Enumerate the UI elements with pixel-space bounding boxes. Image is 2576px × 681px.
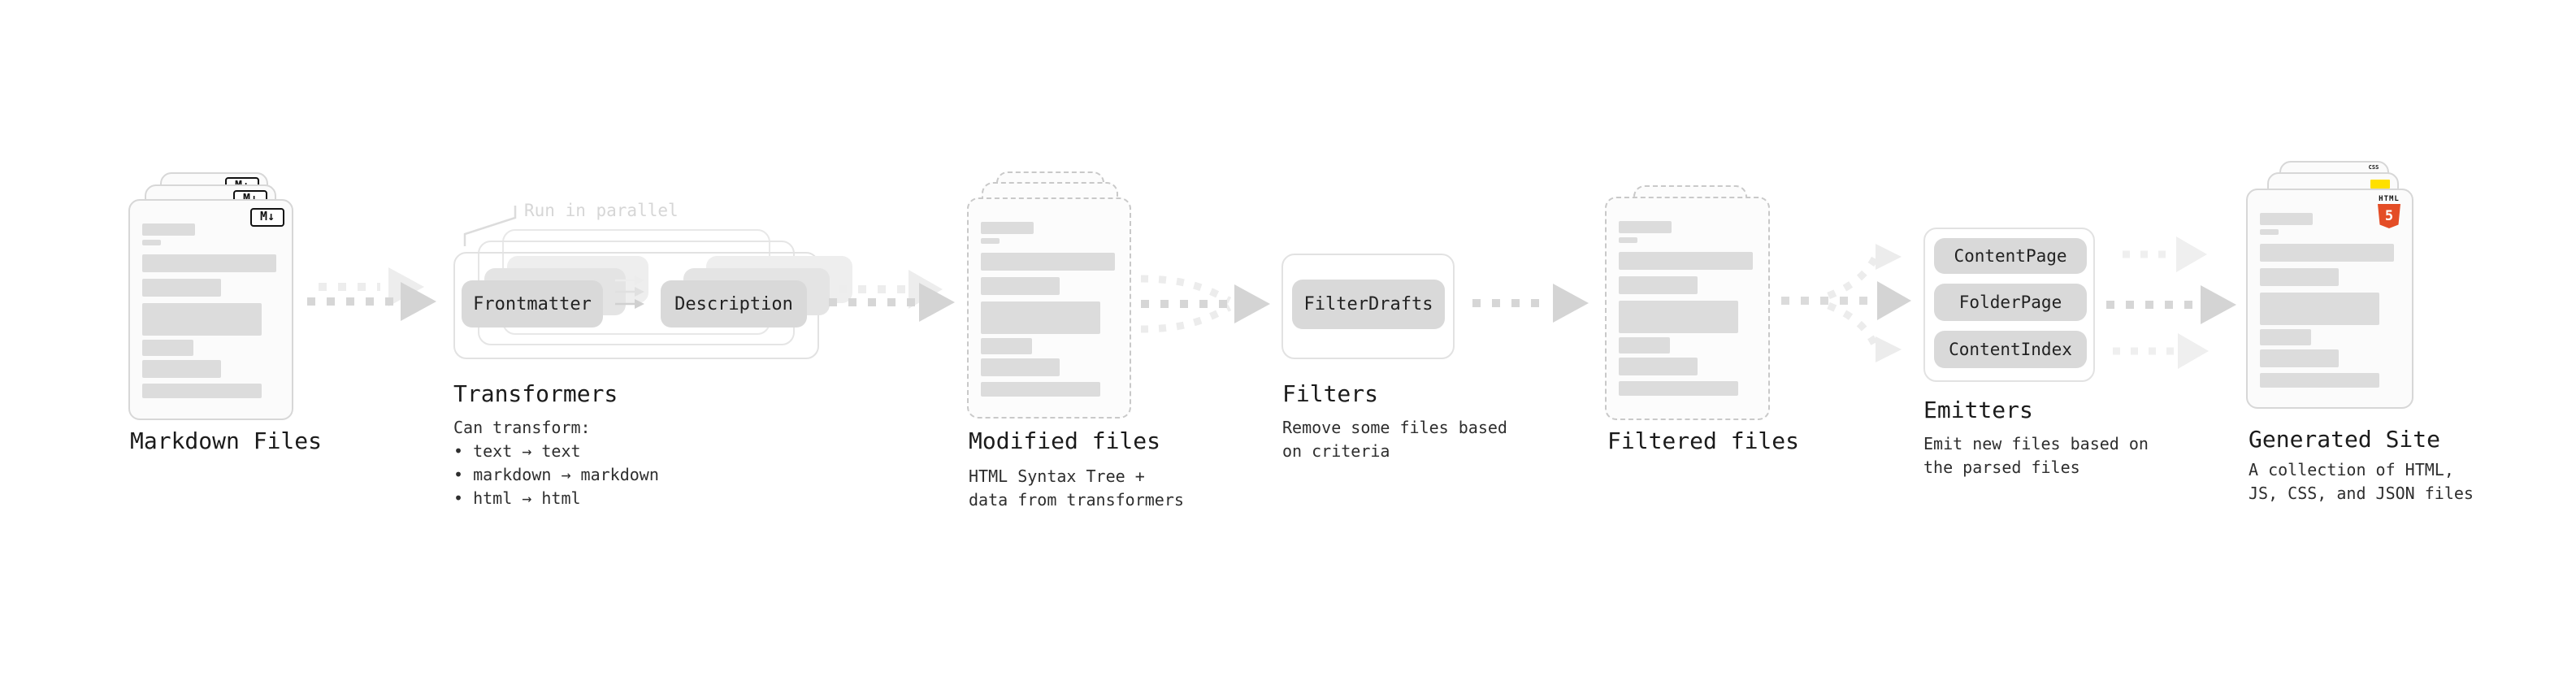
frontmatter-node: Frontmatter	[462, 280, 603, 327]
skeleton-line	[981, 238, 1000, 244]
html5-icon: HTML 5	[2377, 195, 2401, 228]
arrow-emitters-to-generated	[2106, 236, 2236, 369]
skeleton-line	[981, 358, 1060, 376]
skeleton-line	[1619, 301, 1738, 333]
skeleton-line	[142, 360, 221, 378]
skeleton-line	[142, 384, 262, 398]
arrow-modified-to-filters	[1140, 275, 1270, 333]
modified-page-front	[967, 197, 1131, 419]
stage-label-generated-site: Generated Site	[2249, 426, 2441, 453]
skeleton-line	[981, 253, 1115, 271]
stage-label-markdown-files: Markdown Files	[130, 427, 323, 454]
stage-label-modified-files: Modified files	[969, 427, 1161, 454]
contentindex-node: ContentIndex	[1934, 331, 2087, 368]
description-node: Description	[661, 280, 807, 327]
filterdrafts-node: FilterDrafts	[1292, 280, 1445, 329]
stage-label-filtered-files: Filtered files	[1607, 427, 1800, 454]
skeleton-line	[981, 338, 1032, 354]
skeleton-line	[142, 240, 161, 245]
skeleton-line	[1619, 237, 1637, 243]
skeleton-line	[2260, 293, 2379, 325]
skeleton-line	[142, 279, 221, 297]
folderpage-node: FolderPage	[1934, 284, 2087, 321]
css-file-icon: CSS	[2368, 164, 2379, 171]
js-file-icon	[2370, 180, 2390, 189]
run-in-parallel-annotation: Run in parallel	[524, 201, 679, 220]
stage-description-generated-site: A collection of HTML, JS, CSS, and JSON …	[2249, 460, 2474, 503]
markdown-page-front: M↓	[128, 199, 293, 420]
skeleton-line	[981, 382, 1100, 397]
skeleton-line	[1619, 337, 1670, 354]
skeleton-line	[2260, 349, 2339, 367]
skeleton-line	[2260, 244, 2394, 262]
skeleton-line	[981, 301, 1100, 334]
skeleton-line	[1619, 252, 1753, 270]
stage-description-emitters: Emit new files based on the parsed files	[1923, 434, 2149, 477]
skeleton-line	[2260, 229, 2279, 235]
generated-page-front: HTML 5	[2246, 189, 2413, 409]
skeleton-line	[142, 340, 193, 356]
skeleton-line	[1619, 358, 1698, 375]
skeleton-line	[1619, 381, 1738, 396]
skeleton-line	[2260, 373, 2379, 388]
html5-shield: 5	[2378, 204, 2400, 228]
contentpage-node: ContentPage	[1934, 238, 2087, 274]
arrow-filters-to-filtered	[1472, 284, 1589, 323]
skeleton-line	[1619, 276, 1698, 294]
arrow-filtered-to-emitters	[1781, 244, 1911, 362]
filtered-page-front	[1605, 197, 1770, 420]
skeleton-line	[1619, 221, 1672, 233]
stage-description-modified-files: HTML Syntax Tree + data from transformer…	[969, 466, 1184, 510]
markdown-file-icon: M↓	[250, 208, 284, 227]
stage-label-emitters: Emitters	[1923, 397, 2033, 423]
skeleton-line	[2260, 213, 2313, 225]
skeleton-line	[142, 223, 195, 236]
arrow-markdown-to-transformers	[307, 267, 436, 321]
stage-label-filters: Filters	[1282, 380, 1379, 407]
skeleton-line	[142, 254, 276, 272]
stage-description-transformers: Can transform: • text → text • markdown …	[453, 418, 659, 508]
skeleton-line	[981, 222, 1034, 234]
stage-label-transformers: Transformers	[453, 380, 618, 407]
skeleton-line	[2260, 268, 2339, 286]
skeleton-line	[981, 277, 1060, 295]
skeleton-line	[142, 303, 262, 336]
stage-description-filters: Remove some files based on criteria	[1282, 418, 1507, 461]
skeleton-line	[2260, 329, 2311, 345]
